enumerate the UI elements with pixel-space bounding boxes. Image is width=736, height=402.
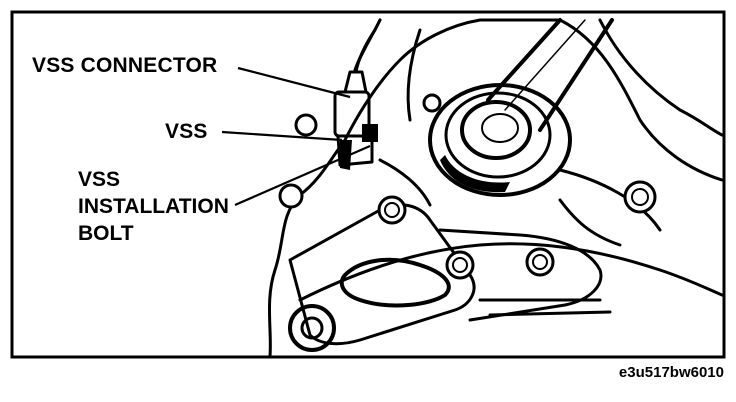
bolt-head-right — [623, 180, 657, 214]
vss-body — [333, 90, 371, 138]
case-right-edge — [598, 18, 724, 137]
label-vss-connector: VSS CONNECTOR — [32, 54, 218, 77]
bolt-head-left-lower — [278, 183, 304, 209]
bolt-head-left — [294, 113, 318, 137]
bolt-head-vss-upper — [422, 93, 442, 113]
case-outline — [267, 18, 724, 358]
lower-boss-outer — [288, 304, 336, 352]
seal-hub — [481, 113, 519, 143]
seal-outer — [428, 83, 572, 197]
case-lower-edge — [298, 242, 724, 302]
casting-rib-2 — [406, 28, 422, 122]
bracket-slot — [339, 257, 451, 308]
label-bolt-line-2: INSTALLATION — [78, 195, 229, 218]
bracket-rib — [478, 298, 612, 317]
leader-vss — [221, 130, 343, 142]
figure-code: e3u517bw6010 — [618, 364, 724, 381]
mount-bracket — [288, 203, 476, 346]
casting-rib-5 — [558, 198, 622, 247]
figure-border — [10, 10, 726, 359]
bolt-head-bracket-left — [445, 250, 475, 280]
casting-rib-1 — [353, 18, 382, 72]
label-bolt-line-1: VSS — [78, 168, 121, 191]
leader-installation-bolt — [234, 144, 371, 207]
label-vss: VSS — [165, 120, 208, 143]
bolt-head-center — [377, 195, 407, 225]
leader-vss-connector — [237, 66, 351, 99]
bolt-head-bracket-right — [525, 247, 555, 277]
vss-connector-plug — [343, 70, 368, 94]
label-vss-installation-bolt: VSS INSTALLATION BOLT — [78, 166, 229, 247]
label-bolt-line-3: BOLT — [78, 222, 134, 245]
casting-rib-3 — [558, 168, 662, 232]
seal-shadow — [440, 155, 510, 193]
bolt-washer-right — [631, 188, 649, 206]
lower-boss-inner — [300, 316, 324, 340]
seal-middle — [444, 91, 552, 179]
bolt-washer-bracket-right — [532, 254, 548, 270]
vss-installation-bolt-head — [362, 124, 378, 142]
casting-rib-4 — [378, 158, 432, 207]
bolt-washer-center — [384, 202, 400, 218]
bolt-washer-bracket-left — [452, 257, 468, 273]
seal-inner — [460, 100, 532, 160]
output-shaft — [486, 18, 614, 132]
vss-shadow — [340, 140, 352, 170]
vss-base — [336, 134, 374, 167]
